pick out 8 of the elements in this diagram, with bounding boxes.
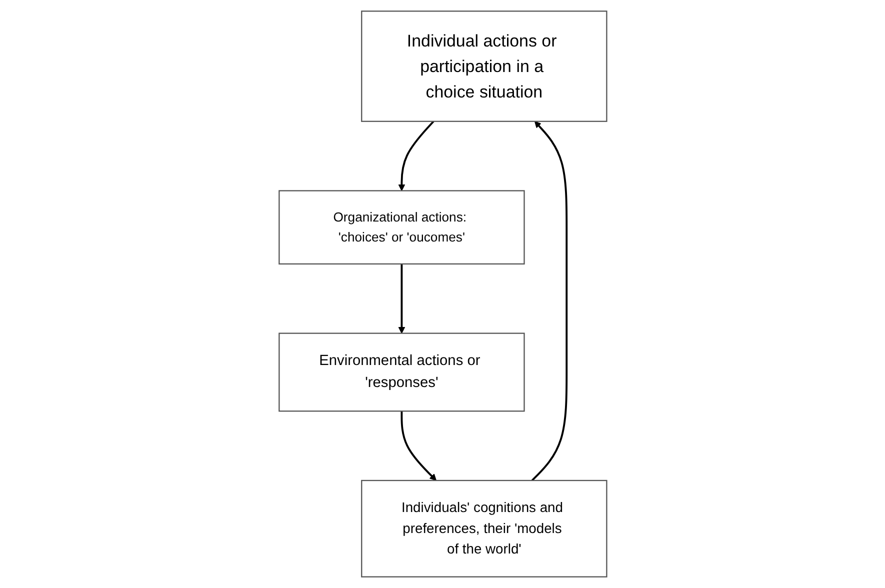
node-box: Environmental actions or 'responses' [278,332,524,412]
arrow [398,264,405,334]
arrow [530,121,568,482]
node-box: Individuals' cognitions and preferences, their 'models of the world' [360,480,607,578]
arrow [400,411,436,481]
arrow [398,120,434,192]
node-box: Organizational actions: 'choices' or 'oucomes' [278,190,524,265]
node-box: Individual actions or participation in a choice situation [360,10,607,122]
